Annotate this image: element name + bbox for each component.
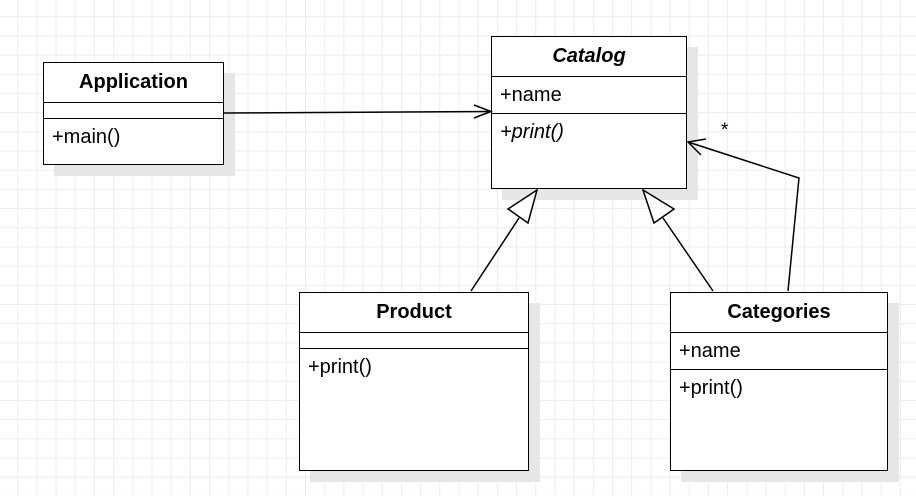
class-application[interactable]: Application +main() [43,62,224,165]
generalization-categories-catalog[interactable] [641,188,714,292]
attributes-compartment: +name [492,77,686,114]
operation-print: +print() [308,356,372,378]
operations-compartment: +print() [300,349,528,470]
class-name: Application [44,63,223,103]
operations-compartment: +print() [671,370,887,470]
operation-print: +print() [679,377,743,399]
class-categories[interactable]: Categories +name +print() [670,292,888,471]
class-name: Categories [671,293,887,333]
association-categories-catalog[interactable] [686,138,800,292]
class-name: Product [300,293,528,333]
operation-print: +print() [500,121,564,143]
operations-compartment: +main() [44,119,223,164]
attributes-compartment: +name [671,333,887,370]
association-application-catalog[interactable] [223,104,494,119]
attributes-compartment [300,333,528,349]
class-product[interactable]: Product +print() [299,292,529,471]
hollow-triangle-icon [641,188,676,225]
attribute-name: +name [500,84,562,106]
open-arrowhead-icon [473,104,494,119]
multiplicity-label: * [721,120,729,141]
class-catalog[interactable]: Catalog +name +print() [491,36,687,189]
class-name: Catalog [492,37,686,77]
operation-main: +main() [52,126,121,148]
operations-compartment: +print() [492,114,686,188]
attributes-compartment [44,103,223,119]
open-arrowhead-icon [686,138,707,156]
hollow-triangle-icon [506,188,539,225]
generalization-product-catalog[interactable] [470,188,539,292]
attribute-name: +name [679,340,741,362]
